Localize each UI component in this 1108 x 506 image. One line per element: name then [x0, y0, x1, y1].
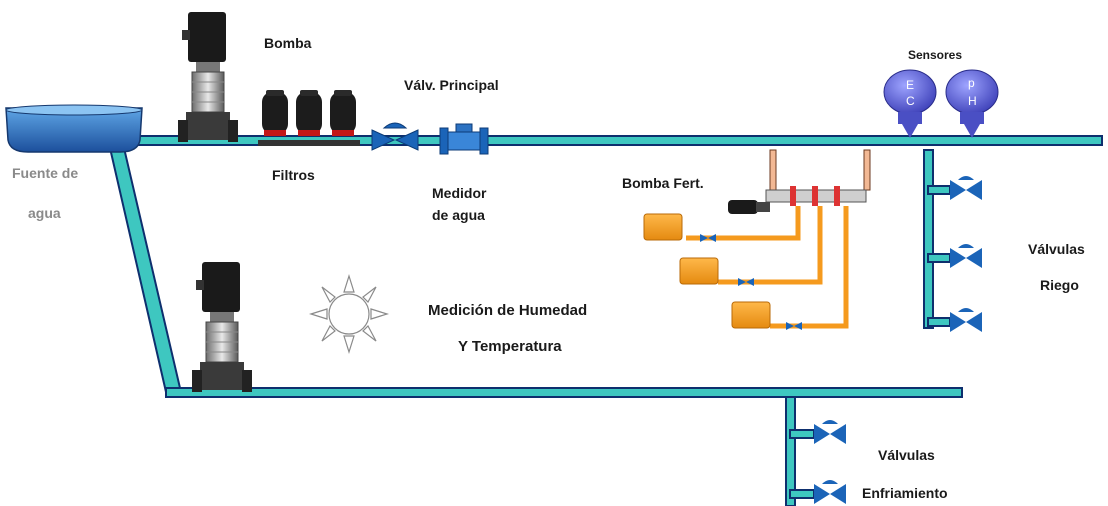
cooling-branch-1 — [789, 429, 815, 439]
pump-icon — [178, 12, 238, 142]
irrigation-valve-2-icon — [950, 244, 982, 268]
irrigation-branch-1 — [927, 185, 951, 195]
humidity-label-line1: Medición de Humedad — [428, 302, 588, 319]
fertilizer-mini-valves — [700, 234, 802, 330]
irrigation-valve-3-icon — [950, 308, 982, 332]
sensor-ph-letter-h: H — [968, 94, 977, 108]
fertilizer-tank-2 — [679, 257, 719, 285]
irrigation-riser — [923, 149, 934, 329]
sensor-ec-letter-e: E — [906, 78, 915, 92]
sensors-label: Sensores — [908, 48, 963, 62]
main-valve-icon — [371, 122, 419, 151]
meter-label-line1: Medidor — [432, 185, 487, 201]
humidity-label-line2: Y Temperatura — [458, 338, 562, 355]
cooling-valve-2-icon — [814, 480, 846, 504]
irrigation-valves-label-line2: Riego — [1040, 277, 1079, 293]
cooling-branch-2 — [789, 489, 815, 499]
pipe-network — [108, 135, 1103, 506]
irrigation-branch-2 — [927, 253, 951, 263]
cooling-valves-label-line2: Enfriamiento — [862, 485, 948, 501]
cooling-riser — [785, 396, 796, 506]
sensor-ph-letter-p: p — [968, 76, 975, 90]
water-meter-icon — [439, 123, 489, 155]
sensor-ec-icon — [883, 69, 937, 138]
irrigation-valve-1-icon — [950, 176, 982, 200]
filters-icon — [258, 90, 360, 146]
bottom-pipe — [165, 387, 963, 398]
irrigation-valves-label-line1: Válvulas — [1028, 241, 1085, 257]
cooling-valves-label-line1: Válvulas — [878, 447, 935, 463]
water-source-tank — [5, 104, 143, 153]
sun-icon — [308, 273, 390, 355]
fert-pump-label: Bomba Fert. — [622, 175, 704, 191]
pump-label: Bomba — [264, 35, 312, 51]
fertilizer-tank-1 — [643, 213, 683, 241]
source-label-line2: agua — [28, 205, 61, 221]
sensor-ec-letter-c: C — [906, 94, 915, 108]
irrigation-branch-3 — [927, 317, 951, 327]
source-label-line1: Fuente de — [12, 165, 79, 181]
fertilizer-injector-icon — [728, 149, 871, 214]
cooling-valve-1-icon — [814, 420, 846, 444]
fertilizer-tank-3 — [731, 301, 771, 329]
meter-label-line2: de agua — [432, 207, 485, 223]
filters-label: Filtros — [272, 167, 315, 183]
cooling-pump-icon — [192, 262, 252, 392]
main-valve-label: Válv. Principal — [404, 77, 499, 93]
diagonal-pipe — [108, 147, 182, 394]
sensor-ph-icon — [945, 69, 999, 138]
